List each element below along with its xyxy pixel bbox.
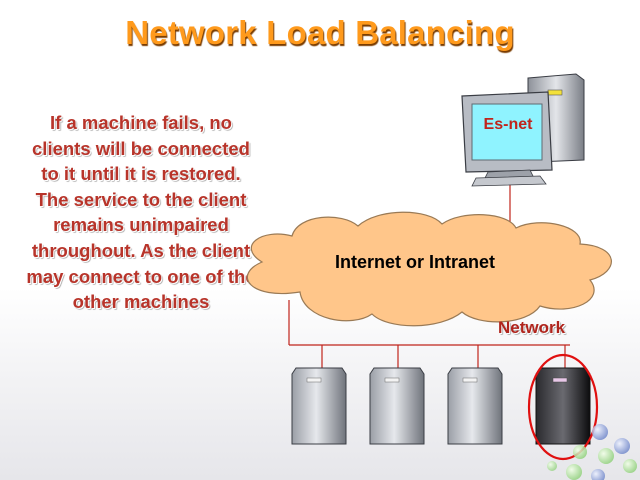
server-1 — [291, 367, 347, 445]
client-workstation — [461, 73, 585, 187]
server-4-failed — [535, 367, 591, 445]
slide-body-text: If a machine fails, no clients will be c… — [26, 112, 256, 313]
monitor-screen — [471, 103, 543, 161]
internet-cloud-shape — [246, 211, 612, 327]
network-label: Network — [498, 318, 566, 337]
client-label: Es-net — [483, 116, 533, 133]
server-3 — [447, 367, 503, 445]
connector-lines — [288, 180, 570, 368]
cloud-label: Internet or Intranet — [334, 252, 495, 272]
failed-server-highlight — [527, 353, 599, 461]
slide-title: Network Load Balancing — [125, 14, 515, 51]
server-2 — [369, 367, 425, 445]
decorative-bubbles — [547, 424, 637, 480]
